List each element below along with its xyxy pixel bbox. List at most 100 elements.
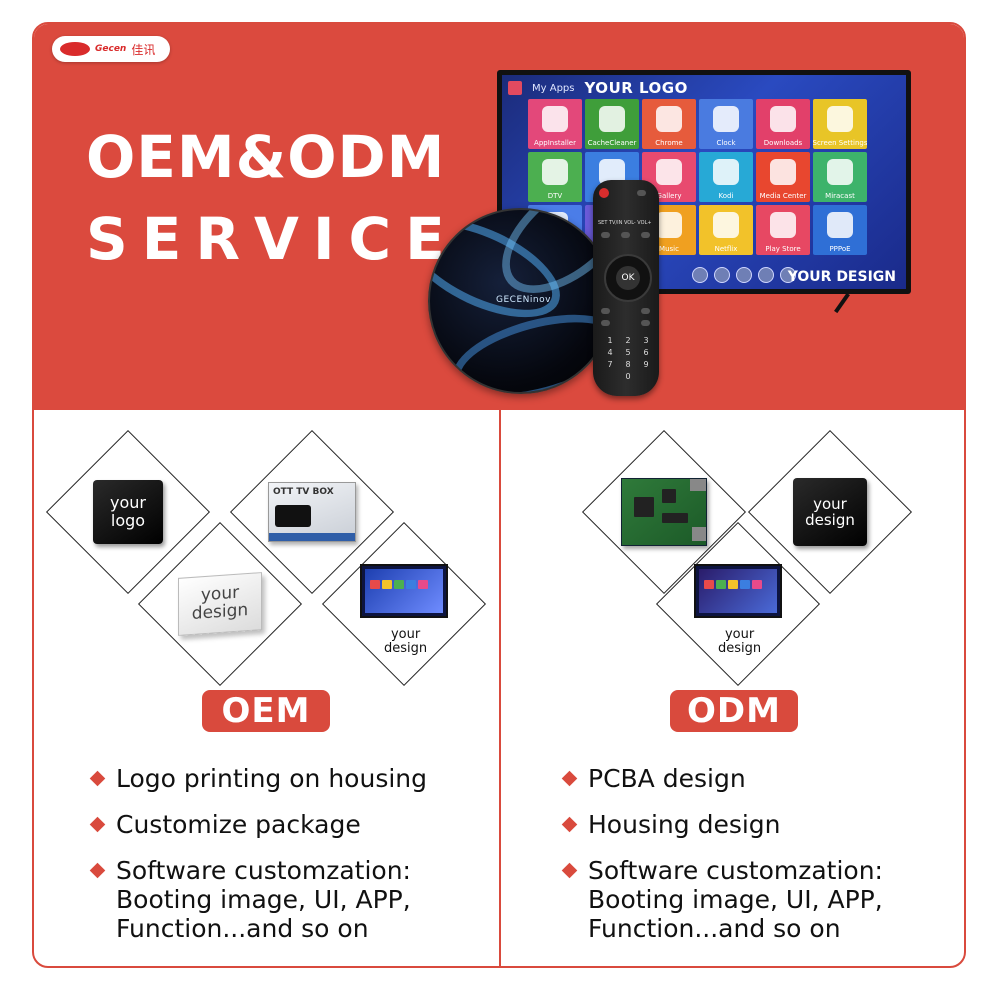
brand-logo: Gecen 佳讯 — [52, 36, 170, 62]
dock-settings-icon — [780, 267, 796, 283]
tv-app-tile: Downloads — [756, 99, 810, 149]
oem-diamond-housing: your design — [137, 521, 303, 687]
tv-box-device: GECENinov — [428, 208, 614, 394]
odm-diamond-pcba — [581, 429, 747, 595]
dock-home-icon — [692, 267, 708, 283]
odm-pill: ODM — [670, 690, 798, 732]
remote-number-key: 1 — [607, 336, 613, 345]
tv-my-apps-label: My Apps — [532, 82, 575, 94]
dock-android-icon — [736, 267, 752, 283]
feature-item: PCBA design — [560, 764, 960, 793]
tv-app-label: Clock — [716, 139, 736, 147]
odm-diamond-design: your design — [747, 429, 913, 595]
feature-item-text: PCBA design — [588, 764, 746, 793]
remote-button — [641, 308, 650, 314]
remote-button — [621, 232, 630, 238]
feature-item: Customize package — [88, 810, 488, 839]
app-icon — [770, 106, 796, 132]
tv-app-tile: DTV — [528, 152, 582, 202]
diamond-bullet-icon — [561, 816, 578, 833]
tv-app-label: AppInstaller — [534, 139, 576, 147]
hero-banner: Gecen 佳讯 OEM&ODM SERVICE My Apps YOUR LO… — [34, 24, 964, 410]
tv-app-label: Miracast — [825, 192, 855, 200]
tv-topbar: My Apps YOUR LOGO — [508, 79, 688, 97]
feature-item-text: Logo printing on housing — [116, 764, 427, 793]
app-icon — [656, 212, 682, 238]
oem-diamond-logo: your logo — [45, 429, 211, 595]
tv-app-tile: Media Center — [756, 152, 810, 202]
tv-app-label: Kodi — [718, 192, 734, 200]
remote-number-key: 8 — [625, 360, 631, 369]
brand-mark-icon — [60, 42, 90, 56]
remote-button — [601, 232, 610, 238]
package-stripe — [269, 533, 355, 541]
remote-button — [641, 232, 650, 238]
chip-icon — [662, 489, 676, 503]
tv-app-label: CacheCleaner — [587, 139, 637, 147]
chip-icon — [634, 497, 654, 517]
mini-tv-screen — [365, 569, 443, 613]
tv-app-tile: AppInstaller — [528, 99, 582, 149]
tv-app-label: Gallery — [656, 192, 682, 200]
app-icon — [713, 212, 739, 238]
tv-mockup: My Apps YOUR LOGO AppInstaller CacheClean… — [497, 70, 911, 294]
tv-app-label: Netflix — [714, 245, 738, 253]
tv-app-label: Downloads — [763, 139, 803, 147]
diamond-bullet-icon — [89, 816, 106, 833]
app-icon — [770, 212, 796, 238]
remote-number-key: 7 — [607, 360, 613, 369]
brand-name-en: Gecen — [95, 44, 127, 54]
feature-item-text: Software customzation: Booting image, UI… — [116, 856, 411, 943]
power-button-icon — [599, 188, 609, 198]
mini-tv — [360, 564, 448, 618]
feature-item-text: Customize package — [116, 810, 361, 839]
remote-button — [601, 308, 610, 314]
oem-tv-caption: your design — [384, 627, 428, 656]
tv-app-tile: Clock — [699, 99, 753, 149]
app-icon — [599, 106, 625, 132]
app-icon — [542, 159, 568, 185]
tv-app-tile: PPPoE — [813, 205, 867, 255]
feature-item-text: Software customzation: Booting image, UI… — [588, 856, 883, 943]
tv-app-label: Media Center — [759, 192, 807, 200]
tv-screen: My Apps YOUR LOGO AppInstaller CacheClean… — [502, 75, 906, 289]
oem-pill: OEM — [202, 690, 330, 732]
remote-label-row: SET TV/IN VOL- VOL+ — [598, 220, 652, 226]
tv-app-tile: Play Store — [756, 205, 810, 255]
dock-user-icon — [714, 267, 730, 283]
pcb-board — [621, 478, 707, 546]
remote-dpad: OK — [604, 254, 652, 302]
app-icon — [827, 212, 853, 238]
feature-item: Software customzation: Booting image, UI… — [88, 856, 488, 943]
tv-app-label: PPPoE — [829, 245, 851, 253]
remote-number-key: 4 — [607, 348, 613, 357]
tv-app-label: Play Store — [765, 245, 801, 253]
headline-service: SERVICE — [86, 205, 459, 273]
odm-tv-caption: your design — [718, 627, 762, 656]
mini-tv-tiles — [704, 580, 762, 589]
remote-number-key: 0 — [625, 372, 631, 381]
remote-button — [637, 190, 646, 196]
dock-music-icon — [758, 267, 774, 283]
app-icon — [713, 159, 739, 185]
logo-square: your logo — [93, 480, 163, 544]
remote-number-key: 9 — [643, 360, 649, 369]
tv-stand-right — [834, 292, 850, 314]
remote-ok-button: OK — [616, 266, 640, 290]
device-brand: GECENinov — [496, 295, 551, 305]
tv-app-label: Screen Settings — [813, 139, 867, 147]
feature-item: Logo printing on housing — [88, 764, 488, 793]
package-title: OTT TV BOX — [273, 487, 334, 497]
app-icon — [542, 106, 568, 132]
app-icon — [827, 159, 853, 185]
feature-item-text: Housing design — [588, 810, 781, 839]
headline-oem-odm: OEM&ODM — [86, 123, 446, 191]
diamond-bullet-icon — [89, 770, 106, 787]
tv-app-tile: CacheCleaner — [585, 99, 639, 149]
app-icon — [656, 159, 682, 185]
mini-tv-screen — [699, 569, 777, 613]
brand-name-cn: 佳讯 — [131, 42, 156, 57]
